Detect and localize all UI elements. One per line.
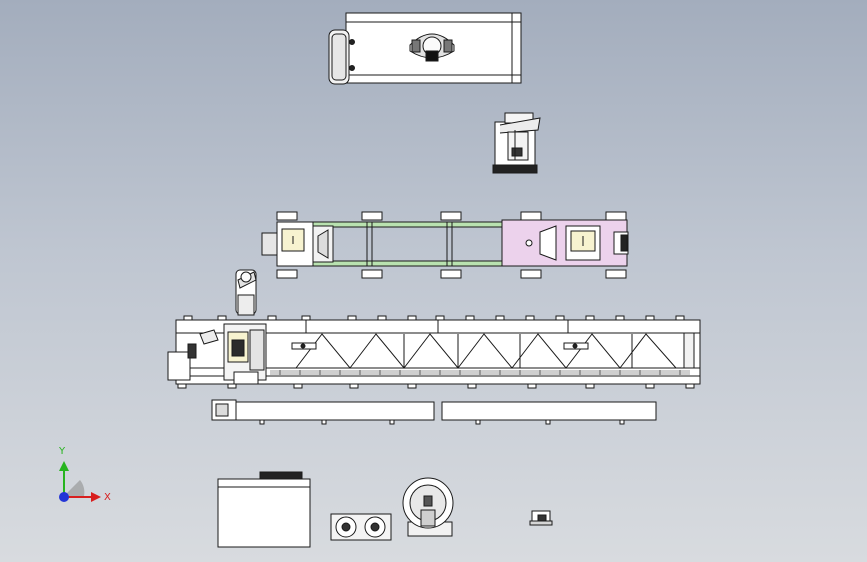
y-axis-arrow-icon (59, 461, 69, 471)
laser-source-unit (328, 12, 522, 85)
electrical-cabinet (217, 471, 311, 548)
dust-extractor (330, 513, 392, 541)
chiller-unit (492, 112, 541, 174)
support-rails (211, 399, 657, 425)
pressure-regulator (529, 510, 553, 526)
x-axis-label: X (104, 492, 111, 503)
cutting-bed (167, 315, 701, 389)
x-axis-arrow-icon (91, 492, 101, 502)
coordinate-triad: Y X (58, 446, 111, 503)
z-axis-origin (59, 492, 69, 502)
air-tank (402, 477, 454, 537)
robot-arm (235, 269, 257, 316)
y-axis-label: Y (58, 446, 66, 457)
loading-rack (261, 211, 629, 279)
